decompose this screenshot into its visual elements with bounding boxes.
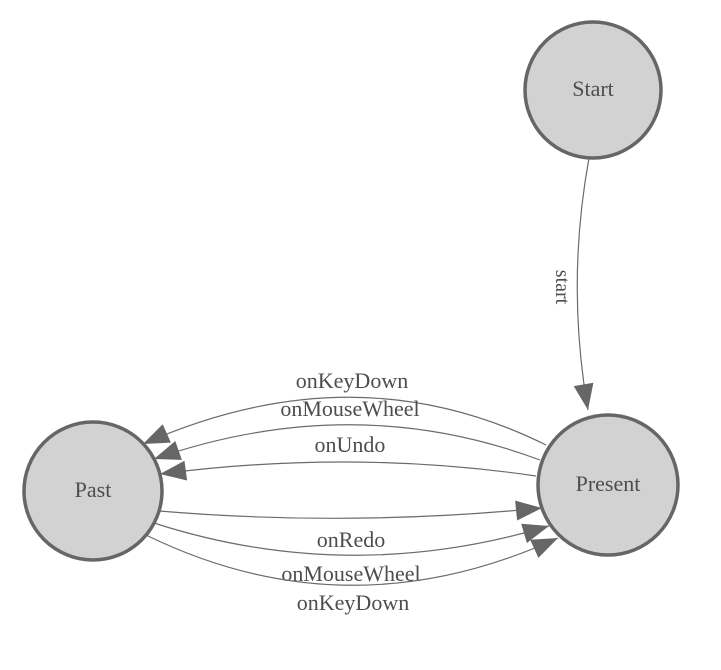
edge-onmousewheel-top-arrowhead-icon [154, 441, 182, 460]
node-present-circle [536, 413, 680, 557]
edge-onkeydown-top-path [142, 396, 547, 446]
edge-group-past-to-present-onredo: onRedo [158, 500, 543, 552]
edge-onkeydown-bottom-path [145, 534, 559, 586]
edge-onredo-path [158, 507, 543, 519]
node-past-label: Past [75, 477, 112, 502]
edge-start-path [576, 157, 590, 411]
edge-group-past-to-present-onkeydown: onKeyDown [145, 534, 559, 615]
edge-onkeydown-top-arrowhead-icon [143, 424, 171, 444]
node-past: Past [22, 420, 164, 562]
edge-start-arrowhead-icon [573, 382, 594, 410]
edge-onundo-arrowhead-icon [160, 460, 188, 481]
edge-label-onmousewheel-bottom: onMouseWheel [281, 561, 420, 586]
node-present: Present [536, 413, 680, 557]
edge-group-present-to-past-onmousewheel: onMouseWheel [153, 396, 541, 461]
edge-group-past-to-present-onmousewheel: onMouseWheel [153, 522, 550, 586]
edge-onmousewheel-bottom-path [153, 522, 550, 556]
edge-onundo-path [159, 461, 537, 477]
edge-label-onmousewheel-top: onMouseWheel [280, 396, 419, 421]
node-start: Start [523, 20, 663, 160]
edge-group-start-to-present: start [551, 157, 594, 411]
node-present-label: Present [576, 471, 641, 496]
node-start-circle [523, 20, 663, 160]
edge-label-onundo: onUndo [315, 432, 386, 457]
edge-label-onredo: onRedo [317, 527, 385, 552]
edge-onkeydown-bottom-arrowhead-icon [530, 538, 558, 558]
edge-group-present-to-past-onundo: onUndo [159, 432, 537, 481]
edge-onmousewheel-top-path [153, 424, 541, 461]
edge-label-onkeydown-top: onKeyDown [296, 368, 408, 393]
node-past-circle [22, 420, 164, 562]
edge-group-present-to-past-onkeydown: onKeyDown [142, 368, 547, 446]
edge-onmousewheel-bottom-arrowhead-icon [521, 523, 549, 543]
node-start-label: Start [572, 76, 614, 101]
edge-label-start: start [551, 270, 573, 305]
edge-label-onkeydown-bottom: onKeyDown [297, 590, 409, 615]
edge-onredo-arrowhead-icon [515, 500, 542, 521]
